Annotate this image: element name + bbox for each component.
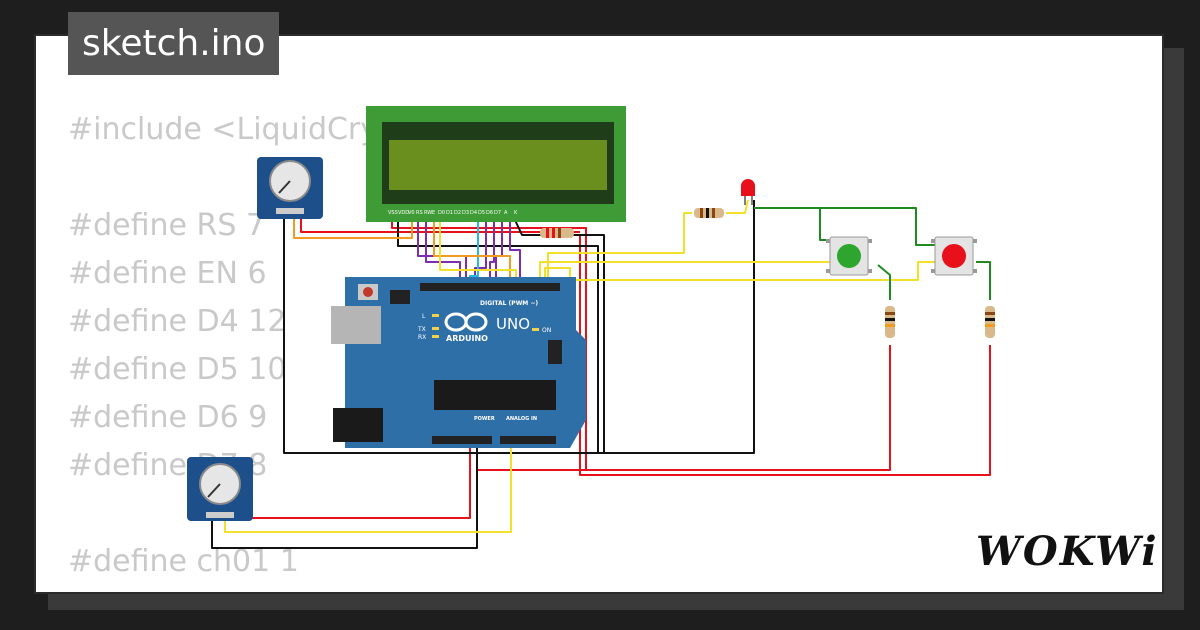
tx-label: TX [417,326,426,333]
wire-orange [293,214,413,239]
wokwi-logo: WOKWi [976,528,1159,575]
l-label: L [422,313,426,320]
resistor-icon [885,306,895,338]
lcd-pin-label: D3 [462,210,469,216]
pushbutton-red[interactable] [931,236,977,276]
code-line: #define D6 9 [68,400,268,435]
lcd-pin-label: E [432,210,435,216]
resistor-lcd [540,228,574,238]
lcd-screen [389,140,607,190]
resistor-button-green [885,306,895,338]
wire-red [391,218,587,235]
wire-green [976,261,991,300]
code-line: #define ch01 1 [68,544,299,579]
potentiometer-bottom[interactable] [187,457,253,521]
wires [211,199,991,549]
board-name: UNO [496,315,530,333]
analog-label: ANALOG IN [506,416,537,422]
on-label: ON [542,327,551,334]
wire-purple [474,218,487,280]
lcd-pin-label: VDD [398,210,409,216]
lcd-pin-label: D2 [454,210,461,216]
rx-label: RX [418,334,426,341]
red-led [741,179,755,205]
lcd-pin-label: D5 [478,210,485,216]
wire-yellow [726,199,749,214]
wire-green [877,264,891,300]
lcd-pin-label: V0 [408,210,415,216]
resistor-led [694,208,724,218]
wire-green [754,207,832,241]
lcd-pin-label: D6 [486,210,493,216]
sketch-filename-tab[interactable]: sketch.ino [68,12,280,75]
wire-green [820,207,935,246]
wire-yellow [547,212,692,280]
wire-black [397,218,599,453]
board-maker: ARDUINO [446,334,488,343]
lcd-pin-label: RS [416,210,423,216]
wire-black [211,445,478,549]
pushbutton-green[interactable] [826,236,872,276]
code-line: #define EN 6 [68,256,267,291]
resistor-icon [985,306,995,338]
power-header [432,436,492,444]
digital-header-label: DIGITAL (PWM ~) [480,300,538,307]
lcd-pin-label: D0 [438,210,445,216]
resistor-button-red [985,306,995,338]
atmega-chip-icon [434,380,556,410]
infinity-logo-icon [444,312,488,332]
icsp-header [548,340,562,364]
wire-red [579,235,991,476]
wire-black [283,214,605,454]
power-jack-icon [333,408,383,442]
analog-header [500,436,556,444]
arduino-uno-board: UNO ARDUINO DIGITAL (PWM ~) ON L TX RX P… [331,277,586,448]
wire-orange [433,218,511,280]
resistor-icon [540,228,574,238]
lcd-pin-label: VSS [388,210,398,216]
usb-jack-icon [331,306,381,344]
lcd-pin-label: A [504,210,508,216]
wire-yellow [224,445,512,533]
wire-red [238,445,471,519]
red-led-icon [741,179,755,196]
potentiometer-top[interactable] [257,157,323,219]
wire-black [604,200,755,454]
wire-yellow [539,261,830,280]
code-line: #define D5 10 [68,352,287,387]
lcd-pin-label: RW [424,210,432,216]
lcd-pin-label: K [514,210,518,216]
lcd-pin-label: D7 [494,210,501,216]
digital-header [420,283,560,291]
code-line: #define D4 12 [68,304,287,339]
power-label: POWER [474,416,495,422]
lcd-pin-label: D1 [446,210,453,216]
wire-yellow [439,218,517,280]
lcd-pin-labels: VSS VDD V0 RS RW E D0 D1 D2 D3 D4 D5 D6 … [388,210,518,216]
wire-purple [509,218,521,280]
icsp-header [390,290,410,304]
lcd-pin-label: D4 [470,210,477,216]
lcd-display: VSS VDD V0 RS RW E D0 D1 D2 D3 D4 D5 D6 … [366,106,626,222]
